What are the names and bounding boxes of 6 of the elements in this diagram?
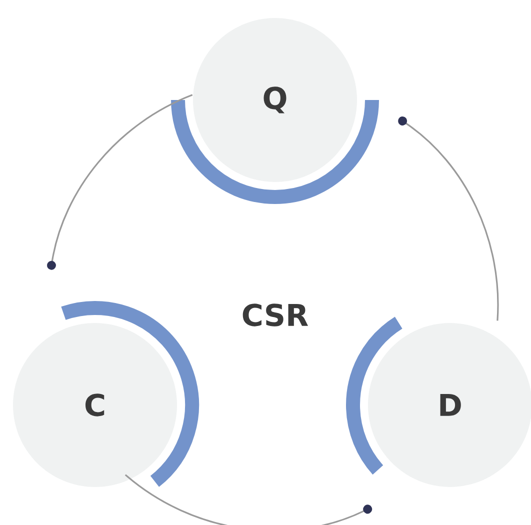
circle-node: Q [193,18,357,182]
center-label: CSR [242,304,308,326]
connector-arc [46,94,193,270]
connector-arc [398,116,499,321]
circle-node: C [13,323,177,487]
connector-arc [124,474,372,525]
